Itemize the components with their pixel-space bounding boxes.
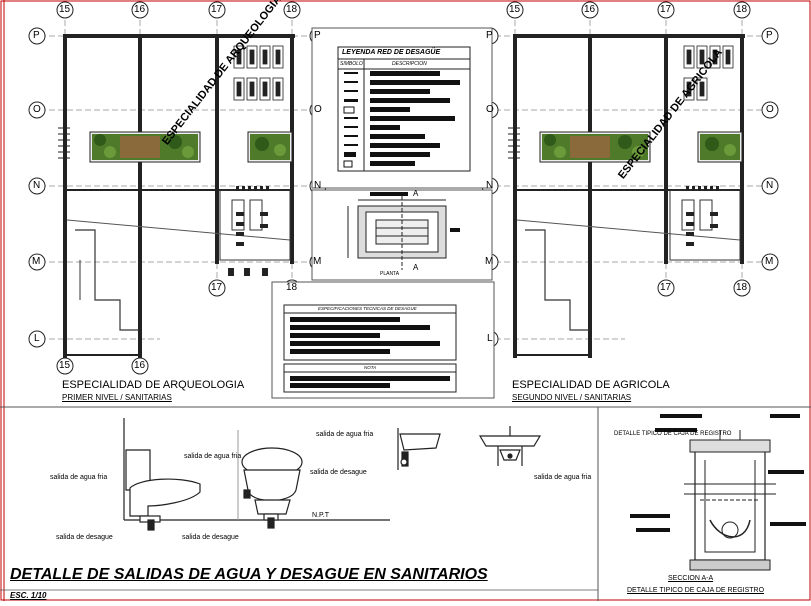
planter-right-1	[539, 131, 651, 163]
stair-marks-right	[508, 127, 520, 159]
axis-label: N	[766, 180, 774, 191]
planter-left-1	[89, 131, 201, 163]
registro-caption: DETALLE TIPICO DE CAJA DE REGISTRO	[627, 587, 765, 594]
section-marker: A	[413, 189, 419, 198]
axis-label: 16	[134, 360, 146, 371]
detail-title: DETALLE DE SALIDAS DE AGUA Y DESAGUE EN …	[10, 566, 488, 583]
axis-label: M	[32, 256, 41, 267]
plan-title: ESPECIALIDAD DE ARQUEOLOGIA	[62, 379, 245, 391]
plan-subtitle: SEGUNDO NIVEL / SANITARIAS	[512, 393, 632, 402]
specs-lines	[290, 317, 450, 388]
plan-caption: PLANTA	[380, 271, 400, 277]
label-agua-fria: salida de agua fria	[316, 431, 374, 438]
toilet-side-view	[125, 449, 201, 531]
axis-label: O	[314, 104, 322, 115]
toilet-front-view	[241, 447, 303, 529]
axis-bubbles-right	[481, 1, 779, 348]
registro-callouts	[630, 414, 806, 532]
axis-label: P	[33, 30, 40, 41]
label-desague: salida de desague	[56, 534, 113, 541]
axis-label: P	[486, 30, 493, 41]
axis-label: P	[766, 30, 773, 41]
lavatory-side-view	[397, 428, 441, 470]
planter-right-2	[697, 131, 743, 163]
axis-label: 17	[660, 282, 672, 293]
axis-label: O	[766, 104, 774, 115]
axis-label: O	[486, 104, 494, 115]
plan-subtitle: PRIMER NIVEL / SANITARIAS	[62, 393, 172, 402]
wall-section	[123, 418, 390, 521]
furniture-desks-left	[233, 45, 284, 101]
axis-label: 17	[660, 4, 672, 15]
axis-label: 15	[59, 4, 71, 15]
furniture-desks-right	[683, 45, 734, 101]
axis-label: 18	[286, 282, 298, 293]
label-agua-fria: salida de agua fria	[50, 474, 108, 481]
axis-label: N	[314, 180, 322, 191]
axis-label: 17	[211, 282, 223, 293]
registro-section	[684, 430, 776, 571]
axis-label: M	[313, 256, 322, 267]
axis-label: N	[33, 180, 41, 191]
axis-label: O	[33, 104, 41, 115]
plan-title: ESPECIALIDAD DE AGRICOLA	[512, 379, 670, 391]
registro-plan-detail	[311, 189, 493, 281]
label-npt: N.P.T	[312, 512, 329, 519]
plan-right	[495, 20, 775, 358]
legend-rows	[343, 71, 460, 168]
axis-label: 18	[736, 282, 748, 293]
label-desague: salida de desague	[310, 469, 367, 476]
axis-label: N	[486, 180, 494, 191]
specs-note-label: NOTA	[364, 365, 377, 370]
axis-label: L	[487, 333, 493, 344]
legend-title: LEYENDA RED DE DESAGÜE	[342, 49, 441, 56]
axis-label: 16	[584, 4, 596, 15]
planter-left-2	[247, 131, 293, 163]
section-marker: A	[413, 263, 419, 272]
axis-label: 15	[509, 4, 521, 15]
axis-label: 17	[211, 4, 223, 15]
axis-label: 18	[736, 4, 748, 15]
registro-detail-caption: DETALLE TIPICO DE CAJA DE REGISTRO	[614, 431, 732, 437]
lavatory-front-view	[478, 426, 542, 466]
axis-label: M	[765, 256, 774, 267]
specs-title: ESPECIFICACIONES TECNICAS DE DESAGUE	[318, 306, 417, 311]
legend-col-symbol: SIMBOLO	[340, 61, 363, 67]
label-agua-fria: salida de agua fria	[184, 453, 242, 460]
legend-col-desc: DESCRIPCION	[392, 61, 427, 67]
plan-left	[40, 20, 310, 358]
axis-label: 16	[134, 4, 146, 15]
toilet-fixtures-right	[686, 186, 719, 246]
axis-label: P	[314, 30, 321, 41]
detail-scale: ESC. 1/10	[10, 591, 47, 600]
axis-label: 18	[286, 4, 298, 15]
section-label: SECCION A-A	[668, 575, 714, 582]
axis-label: 15	[59, 360, 71, 371]
stair-marks-left	[58, 127, 70, 159]
label-desague: salida de desague	[182, 534, 239, 541]
axis-label: M	[485, 256, 494, 267]
axis-label: L	[34, 333, 40, 344]
label-agua-fria: salida de agua fria	[534, 474, 592, 481]
toilet-fixtures-left	[228, 186, 269, 276]
